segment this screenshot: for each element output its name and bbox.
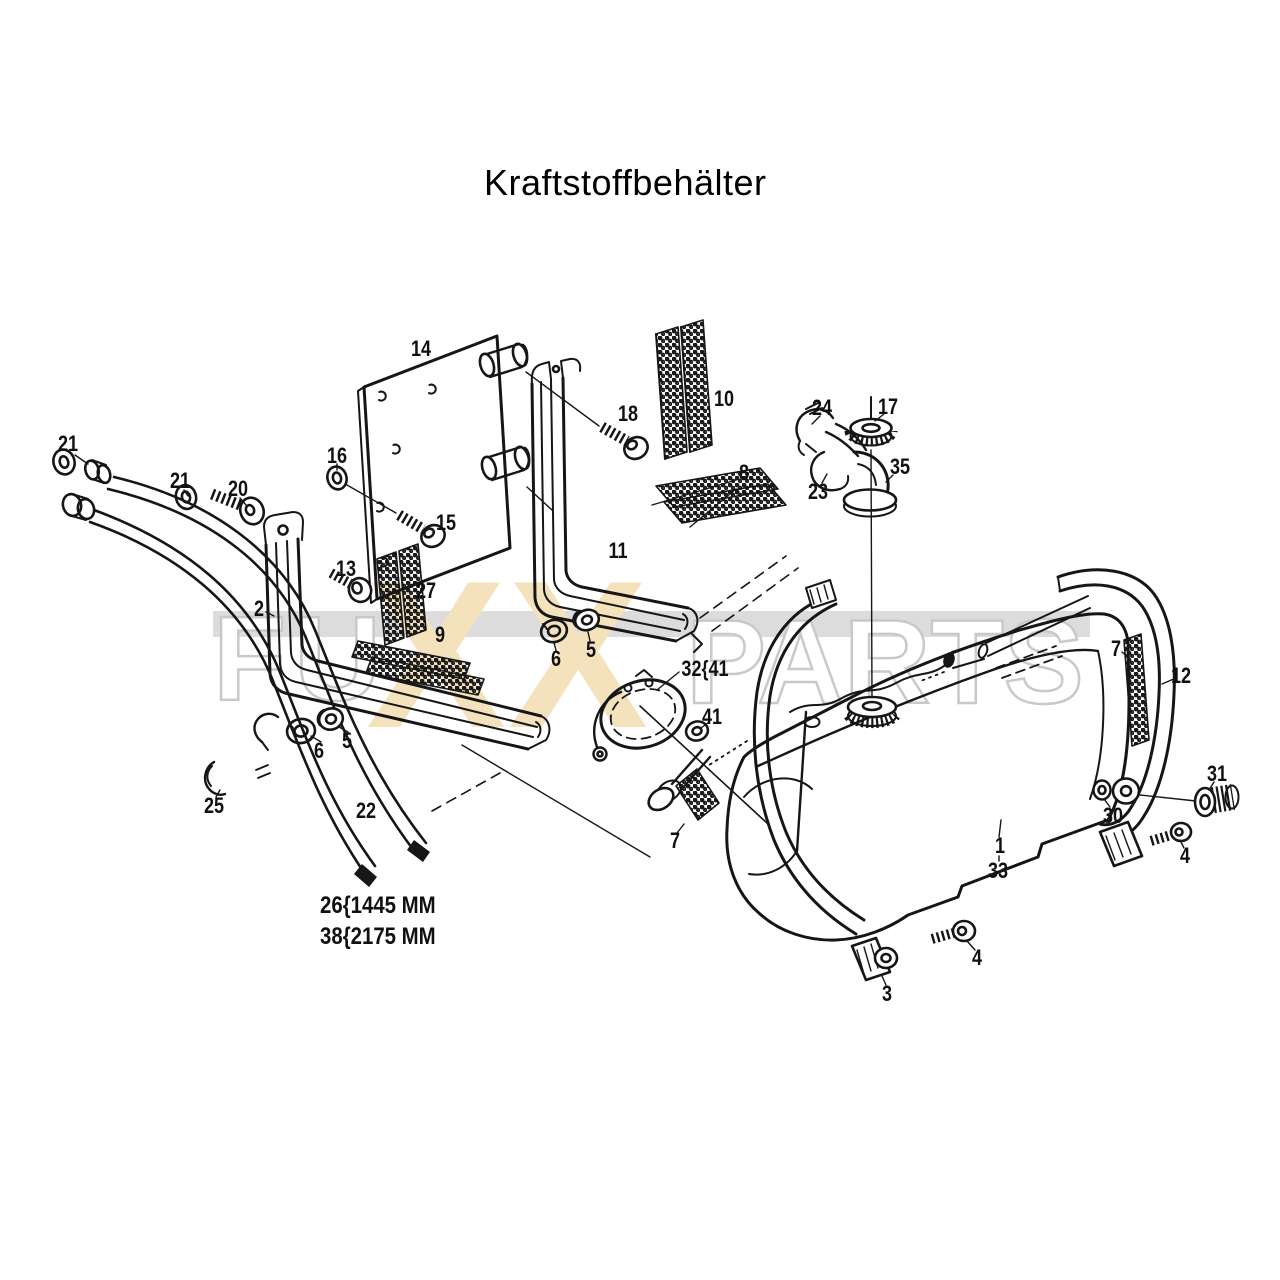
- float-arm: [593, 690, 623, 749]
- pad-7: [675, 768, 720, 821]
- bolt-4-threads: [1149, 830, 1173, 846]
- tank-strap-right-12: [1056, 568, 1240, 868]
- rubber-pads: [351, 319, 787, 696]
- nut-6: [285, 717, 317, 745]
- strap-end: [1098, 820, 1144, 868]
- nut-6: [539, 618, 569, 644]
- plug: [647, 786, 675, 812]
- pad-9: [365, 656, 485, 696]
- pad-27: [376, 551, 405, 646]
- bolt-4-head: [1169, 821, 1193, 843]
- bracket-2: [263, 511, 551, 751]
- watermark-text-fu: FU: [213, 592, 389, 726]
- nut-31: [1193, 786, 1217, 818]
- washer-21b: [174, 483, 198, 511]
- grommet-41: [684, 720, 710, 742]
- bolt-15-threads: [396, 510, 426, 534]
- grommet-30: [1092, 779, 1112, 801]
- washer-16: [326, 465, 348, 491]
- tank-strap-left: [752, 579, 977, 986]
- bolt-20-threads: [209, 488, 243, 511]
- sender-unit: [592, 669, 769, 834]
- tank-outline: [725, 612, 1131, 942]
- clamp-23: [810, 450, 842, 492]
- washer-21a: [52, 448, 76, 476]
- strap-end-3: [850, 936, 892, 982]
- clamp-24: [795, 408, 835, 443]
- fuel-tank: [431, 555, 1131, 942]
- pad-7: [1123, 633, 1150, 747]
- cap-17-knurl: [844, 429, 898, 447]
- watermark-x2: X: [508, 537, 648, 772]
- clip-25: [203, 760, 227, 796]
- bracket-11: [525, 357, 703, 653]
- neck-knurl: [844, 710, 900, 729]
- sender-flange: [599, 678, 687, 750]
- fuel-line: [789, 665, 945, 713]
- filler-cap-assembly: [795, 396, 898, 701]
- filler-neck-ring: [846, 695, 898, 719]
- nut-31-knurl: [1205, 784, 1236, 814]
- watermark-band: [213, 611, 1090, 637]
- hose-clamp: [253, 712, 280, 744]
- bolt-4-head: [951, 919, 977, 943]
- bolt-4-threads: [930, 928, 955, 944]
- bolt-13-threads: [328, 568, 354, 589]
- pad-27: [398, 543, 427, 638]
- mounting-plate-14: [326, 334, 531, 604]
- bolt-18-threads: [599, 422, 630, 446]
- fuel-cap-17: [849, 417, 893, 439]
- pad-8: [663, 483, 787, 524]
